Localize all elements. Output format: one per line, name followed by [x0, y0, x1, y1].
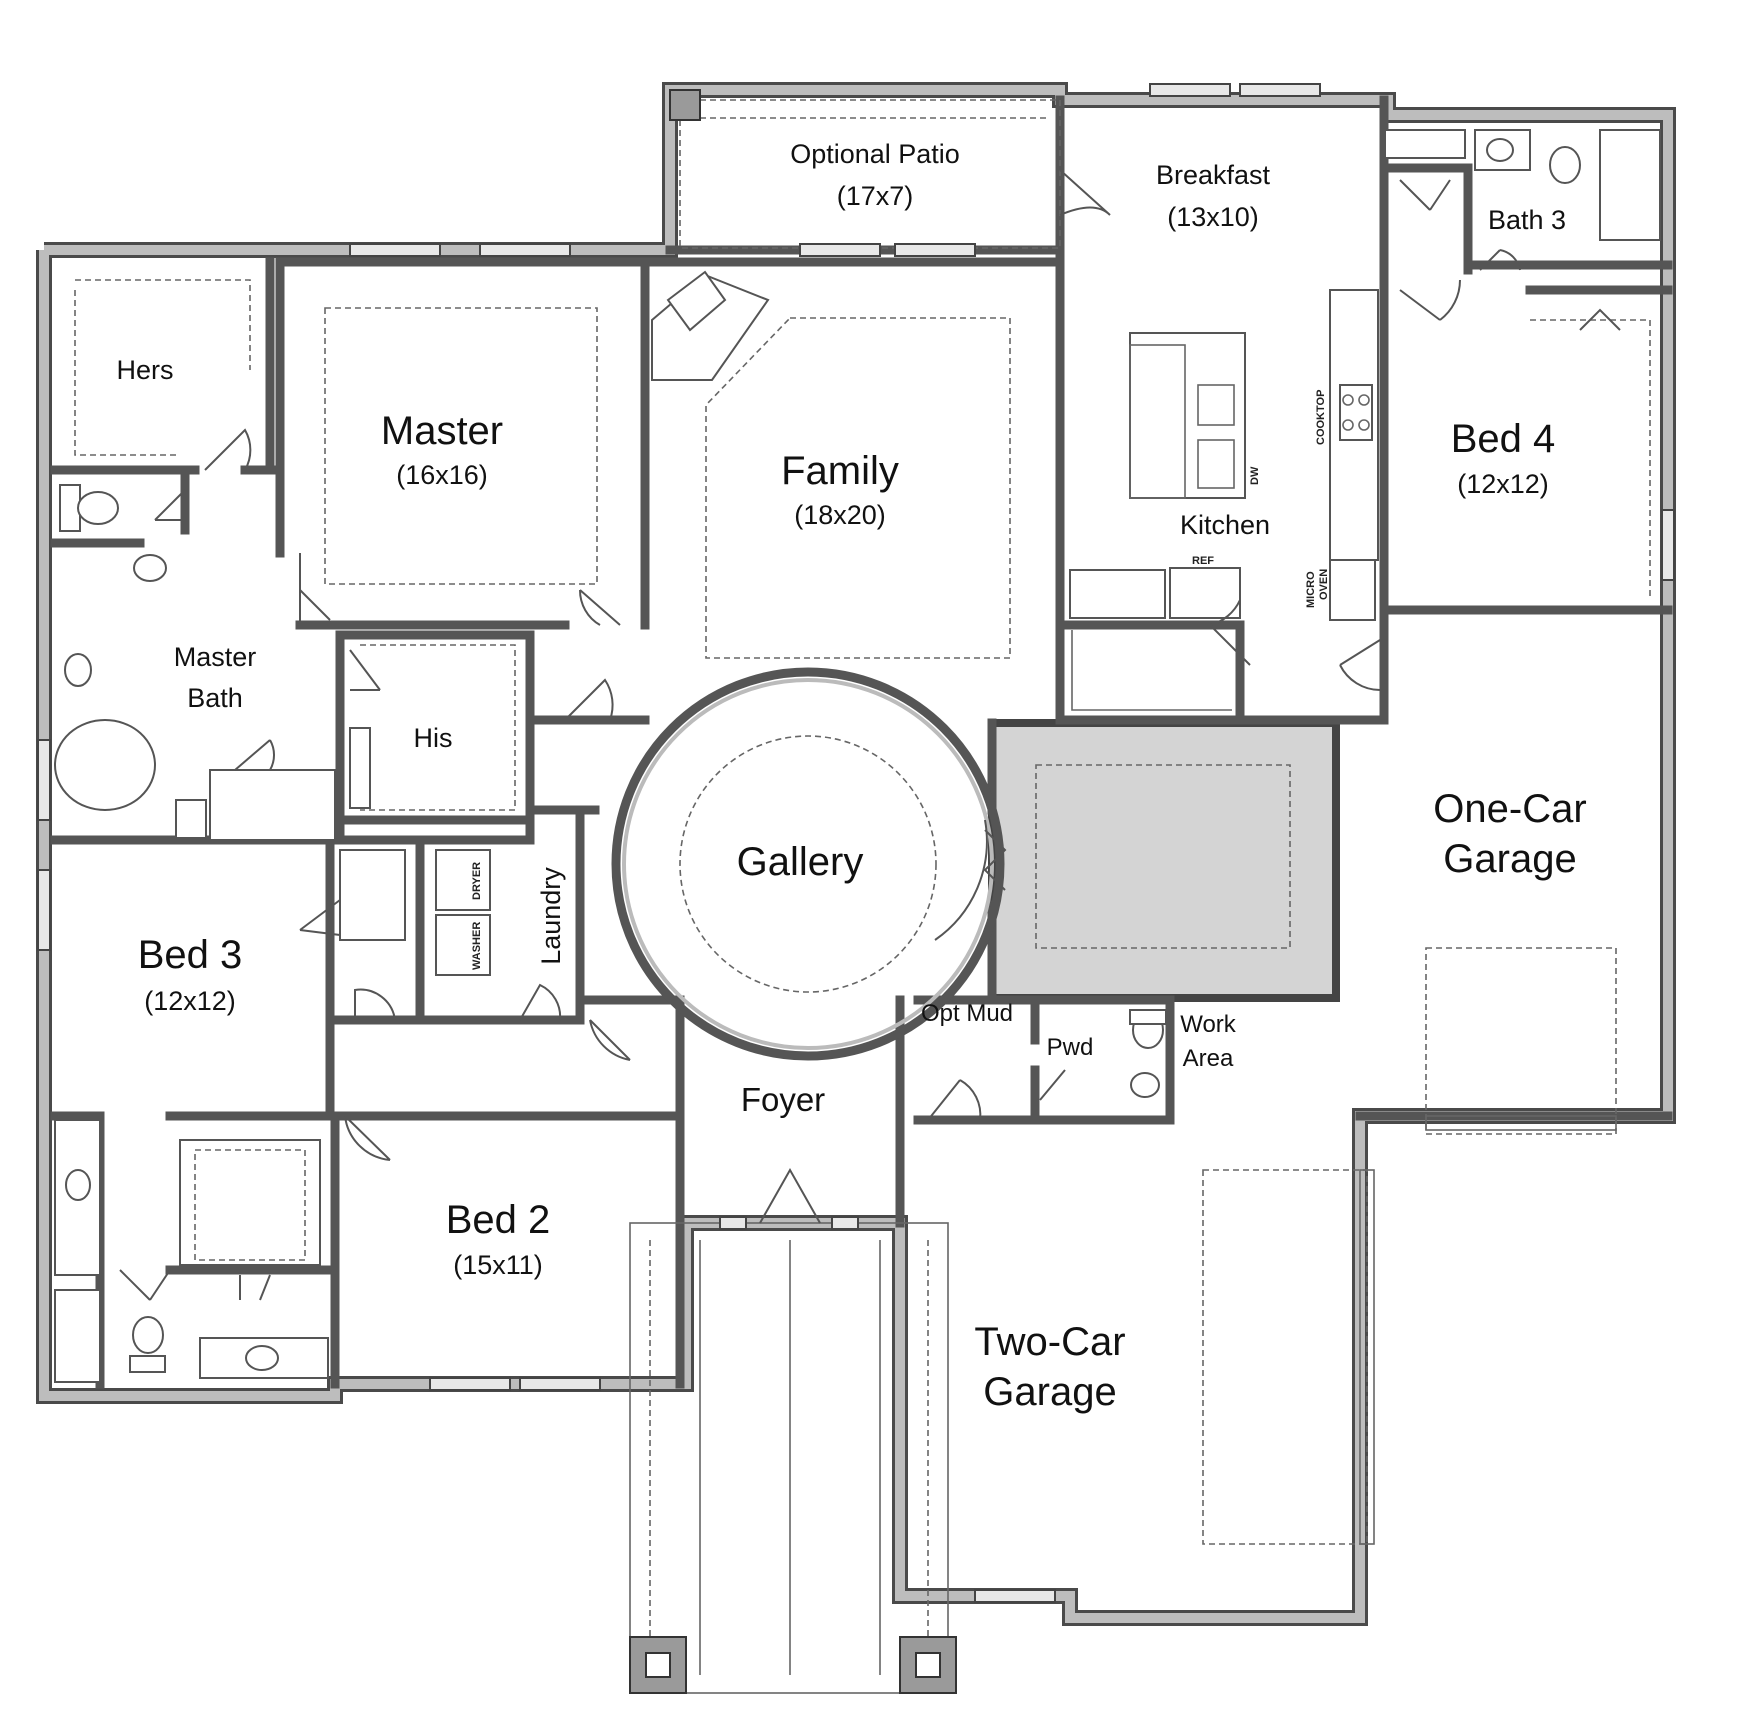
washer-label: WASHER — [471, 922, 483, 970]
breakfast-size: (13x10) — [1167, 202, 1259, 232]
garage-door-2 — [1202, 1169, 1368, 1545]
master-bath-label-2: Bath — [187, 683, 243, 713]
work-area-label-2: Area — [1183, 1045, 1234, 1072]
micro-oven — [1329, 559, 1376, 621]
optional-patio-size: (17x7) — [837, 181, 914, 211]
bed2-bath-tub — [54, 1289, 101, 1383]
bed4-size: (12x12) — [1457, 469, 1549, 499]
master-tub — [54, 719, 156, 811]
micro-label: MICRO — [1305, 571, 1317, 608]
patio-outline — [679, 99, 1061, 249]
ref-label: REF — [1192, 555, 1214, 567]
master-label: Master — [381, 409, 503, 453]
master-tray — [324, 307, 598, 585]
master-shower — [209, 769, 336, 841]
foyer-label: Foyer — [741, 1081, 825, 1118]
windows — [37, 83, 1675, 1603]
hers-label: Hers — [116, 355, 173, 385]
laundry-label: Laundry — [536, 867, 566, 965]
kitchen-island — [1129, 332, 1246, 499]
gallery-wall — [611, 667, 1005, 1061]
one-car-garage-label-2: Garage — [1443, 837, 1576, 881]
shaded-room — [988, 719, 1340, 1002]
optional-patio-label: Optional Patio — [790, 139, 960, 169]
bed3-label: Bed 3 — [138, 933, 243, 977]
dryer-label: DRYER — [471, 862, 483, 900]
bed4-label: Bed 4 — [1451, 417, 1556, 461]
one-car-garage-label-1: One-Car — [1433, 787, 1586, 831]
two-car-garage-label-1: Two-Car — [974, 1320, 1125, 1364]
garage-door-1 — [1425, 947, 1617, 1135]
bath3-tub — [1599, 129, 1661, 241]
bed2-size: (15x11) — [453, 1250, 543, 1280]
doors — [119, 169, 1621, 1301]
breakfast-label: Breakfast — [1156, 160, 1271, 190]
opt-mud-label: Opt Mud — [921, 1000, 1013, 1027]
pwd-label: Pwd — [1047, 1034, 1094, 1061]
washer — [435, 914, 491, 976]
family-size: (18x20) — [794, 500, 886, 530]
master-size: (16x16) — [396, 460, 488, 490]
bed3-size: (12x12) — [144, 986, 236, 1016]
family-tray — [705, 317, 1011, 659]
two-car-garage-label-2: Garage — [983, 1370, 1116, 1414]
gallery-tray — [679, 735, 937, 993]
front-porch — [629, 1222, 949, 1694]
bath3-label: Bath 3 — [1488, 205, 1566, 235]
interior-walls — [50, 95, 1673, 1389]
work-area-label-1: Work — [1180, 1011, 1237, 1038]
family-label: Family — [781, 449, 899, 493]
cooktop-label: COOKTOP — [1315, 390, 1327, 445]
fixtures — [54, 129, 1661, 1383]
refrigerator — [1169, 567, 1241, 619]
dw-label: DW — [1249, 466, 1261, 485]
master-bath-label-1: Master — [174, 642, 257, 672]
oven-label: OVEN — [1318, 569, 1330, 600]
bed2-label: Bed 2 — [446, 1198, 551, 1242]
dryer — [435, 849, 491, 911]
patio-column — [669, 89, 701, 121]
gallery-label: Gallery — [737, 840, 864, 884]
his-label: His — [414, 723, 453, 753]
shaded-room-tray — [1035, 764, 1291, 949]
kitchen-label: Kitchen — [1180, 510, 1270, 540]
cooktop — [1339, 384, 1373, 441]
